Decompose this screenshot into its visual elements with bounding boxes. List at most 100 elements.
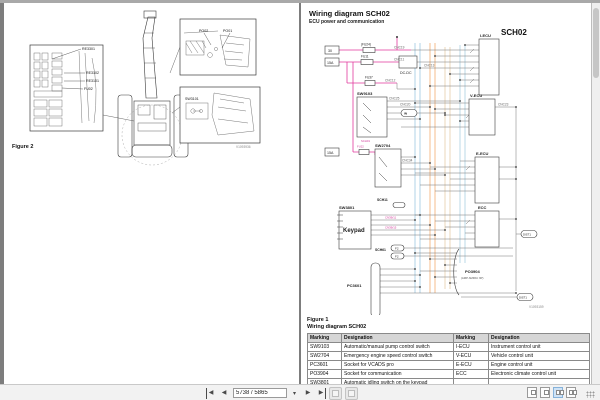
- callout-sw3101: SW3101: [185, 97, 199, 101]
- next-page-button[interactable]: ▶: [302, 388, 314, 399]
- table-cell: Vehicle control unit: [488, 351, 590, 361]
- table-cell: SW9103: [307, 342, 342, 352]
- next-page-icon: ▶: [305, 389, 311, 396]
- two-page-continuous-view-icon[interactable]: [566, 387, 577, 398]
- component-boxes: [324, 38, 538, 315]
- document-page-right: Wiring diagram SCH02 ECU power and commu…: [301, 3, 591, 388]
- dcdc-label: DC-DC: [400, 71, 412, 75]
- rail-15b-label: 15A: [327, 151, 334, 155]
- previous-page-button[interactable]: ◀: [218, 388, 230, 399]
- page-subtitle: ECU power and communication: [309, 19, 385, 25]
- previous-page-icon: ◀: [221, 389, 227, 396]
- table-row: PO3904 Socket for communication ECC Elec…: [307, 369, 590, 379]
- inset-engine-compartment: PO02 PO01: [179, 18, 257, 76]
- wire-label-cn3b15: CN3B/15: [385, 226, 397, 230]
- page-list-dropdown-button[interactable]: ▾: [290, 388, 299, 399]
- po3904-label: PO3904: [465, 269, 480, 274]
- table-header: Designation: [341, 333, 454, 343]
- table-cell: Automatic/manual pump control switch: [341, 342, 454, 352]
- continuous-view-icon[interactable]: [540, 387, 550, 398]
- table-cell: Electronic climate control unit: [488, 369, 590, 379]
- table-cell: ECC: [453, 369, 489, 379]
- figure1-caption: Figure 1: [307, 317, 329, 323]
- pc3601-label: PC3601: [347, 283, 362, 288]
- sch02-wiring-schematic: SCH02: [324, 28, 544, 315]
- figure1-subcaption: Wiring diagram SCH02: [307, 324, 367, 330]
- last-page-icon: ▶: [318, 389, 324, 396]
- table-cell: I-ECU: [453, 342, 489, 352]
- vecu-label: V-ECU: [470, 93, 482, 98]
- figure2-location-drawing: RE3301 RE3102 RE3101 FU02 PO02 PO01: [29, 10, 261, 166]
- schematic-drawing-number: V1093159: [529, 305, 544, 309]
- table-cell: PC3601: [307, 360, 342, 370]
- fuse-fu37-label: FU37: [365, 76, 373, 80]
- eecu-label: E-ECU: [476, 151, 489, 156]
- table-row: SW2704 Emergency engine speed control sw…: [307, 351, 590, 361]
- first-page-icon: ◀: [208, 389, 214, 396]
- two-page-view-icon[interactable]: [553, 387, 564, 398]
- table-cell: Instrument control unit: [488, 342, 590, 352]
- callout-re3102: RE3102: [86, 71, 99, 75]
- wire-label-cnc25: CNC25: [389, 97, 400, 101]
- vertical-scrollbar[interactable]: [591, 3, 600, 384]
- document-page-left: RE3301 RE3102 RE3101 FU02 PO02 PO01: [4, 3, 299, 384]
- last-page-button[interactable]: ▶: [317, 387, 326, 399]
- fuse-fu11-label: FU11: [361, 55, 369, 59]
- window-top-edge: [0, 0, 600, 3]
- page-layout-controls: [527, 387, 577, 398]
- bus-lines: [414, 43, 466, 293]
- wire-label-cnc34: CNC34: [402, 159, 413, 163]
- wire-label-cnc23: CNC23: [498, 103, 509, 107]
- sch11-tag: SCH11: [377, 198, 388, 202]
- dist2-ref: DIST1: [519, 296, 527, 300]
- sch01-tag: SCH01: [361, 139, 370, 143]
- ecc-label: ECC: [478, 205, 487, 210]
- sw9103-label: SW9103: [357, 91, 373, 96]
- table-cell: Engine control unit: [488, 360, 590, 370]
- next-view-icon[interactable]: [345, 386, 358, 400]
- po3904-note: (AMP AMPAC 9P): [461, 276, 484, 280]
- single-page-view-icon[interactable]: [527, 387, 537, 398]
- rail-30-label: 30: [328, 49, 332, 53]
- table-cell: PO3904: [307, 369, 342, 379]
- figure2-drawing-number: V1093936: [236, 145, 251, 149]
- first-page-button[interactable]: ◀: [206, 387, 215, 399]
- table-cell: Emergency engine speed control switch: [341, 351, 454, 361]
- wire-label-cnc12: CNC12: [385, 79, 396, 83]
- callout-fu02: FU02: [84, 87, 93, 91]
- sch61-tag: SCH61: [375, 248, 386, 252]
- callout-re3301: RE3301: [82, 47, 95, 51]
- sch61-ref1: F2: [395, 247, 399, 251]
- previous-view-icon[interactable]: [329, 386, 342, 400]
- sw2704-label: SW2704: [375, 143, 391, 148]
- signal-wires: [371, 44, 521, 298]
- page-title: Wiring diagram SCH02: [309, 9, 390, 18]
- resize-grip-icon: [586, 391, 595, 398]
- table-cell: SW2704: [307, 351, 342, 361]
- rail-15-label: 15A: [327, 61, 334, 65]
- fuse-fu24-label: (FU24): [361, 43, 371, 47]
- inset-fuse-panel: RE3301 RE3102 RE3101 FU02: [29, 44, 104, 132]
- wire-label-cnc20: CNC20: [400, 103, 411, 107]
- sch01-ref-oval: IN: [404, 112, 407, 116]
- table-cell: V-ECU: [453, 351, 489, 361]
- inset-cab-switch: SW3101 V1093936: [179, 86, 261, 149]
- marking-designation-table: Marking Designation Marking Designation …: [307, 333, 590, 388]
- table-header: Marking: [453, 333, 489, 343]
- bottom-toolbar: ◀ ◀ ▾ ▶ ▶: [0, 384, 600, 400]
- sw3801-label: SW3801: [339, 205, 355, 210]
- junction-dots: [396, 36, 517, 294]
- table-header: Designation: [488, 333, 590, 343]
- page-number-input[interactable]: [233, 388, 287, 398]
- wire-label-cnc19: CNC19: [394, 46, 405, 50]
- table-cell: E-ECU: [453, 360, 489, 370]
- callout-po01: PO01: [223, 29, 232, 33]
- keypad-label: Keypad: [343, 228, 365, 234]
- inset-leader-lines: [102, 46, 181, 122]
- page-navigation: ◀ ◀ ▾ ▶ ▶: [206, 386, 358, 400]
- callout-po02: PO02: [199, 29, 208, 33]
- table-row: SW9103 Automatic/manual pump control swi…: [307, 342, 590, 352]
- scrollbar-thumb[interactable]: [593, 8, 599, 78]
- table-cell: Socket for communication: [341, 369, 454, 379]
